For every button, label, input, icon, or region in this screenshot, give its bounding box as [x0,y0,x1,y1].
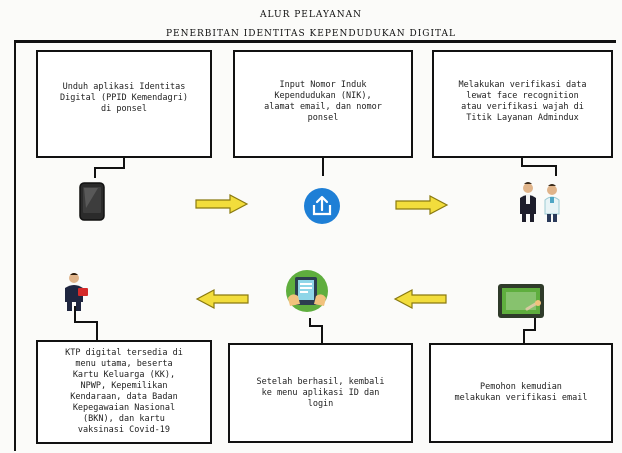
upload-icon [304,188,340,224]
arrow-step4-to-step5 [393,289,447,309]
step-2-box: Input Nomor Induk Kependudukan (NIK), al… [233,50,413,158]
arrow-step1-to-step2 [195,194,249,214]
step-5-box: Setelah berhasil, kembali ke menu aplika… [228,343,413,443]
step-6-box: KTP digital tersedia di menu utama, bese… [36,340,212,444]
tablet-icon [498,284,544,318]
citizen-icon [65,273,88,311]
phone-app-icon [286,270,328,312]
smartphone-icon [79,182,105,221]
arrow-step5-to-step6 [195,289,249,309]
diagram-frame [14,40,616,451]
arrow-step2-to-step3 [395,195,449,215]
officers-icon [520,182,560,222]
step-1-box: Unduh aplikasi Identitas Digital (PPID K… [36,50,212,158]
step-4-box: Pemohon kemudian melakukan verifikasi em… [429,343,613,443]
step-3-box: Melakukan verifikasi data lewat face rec… [432,50,613,158]
diagram-title: ALUR PELAYANAN [260,10,362,20]
diagram-subtitle: PENERBITAN IDENTITAS KEPENDUDUKAN DIGITA… [165,29,457,39]
